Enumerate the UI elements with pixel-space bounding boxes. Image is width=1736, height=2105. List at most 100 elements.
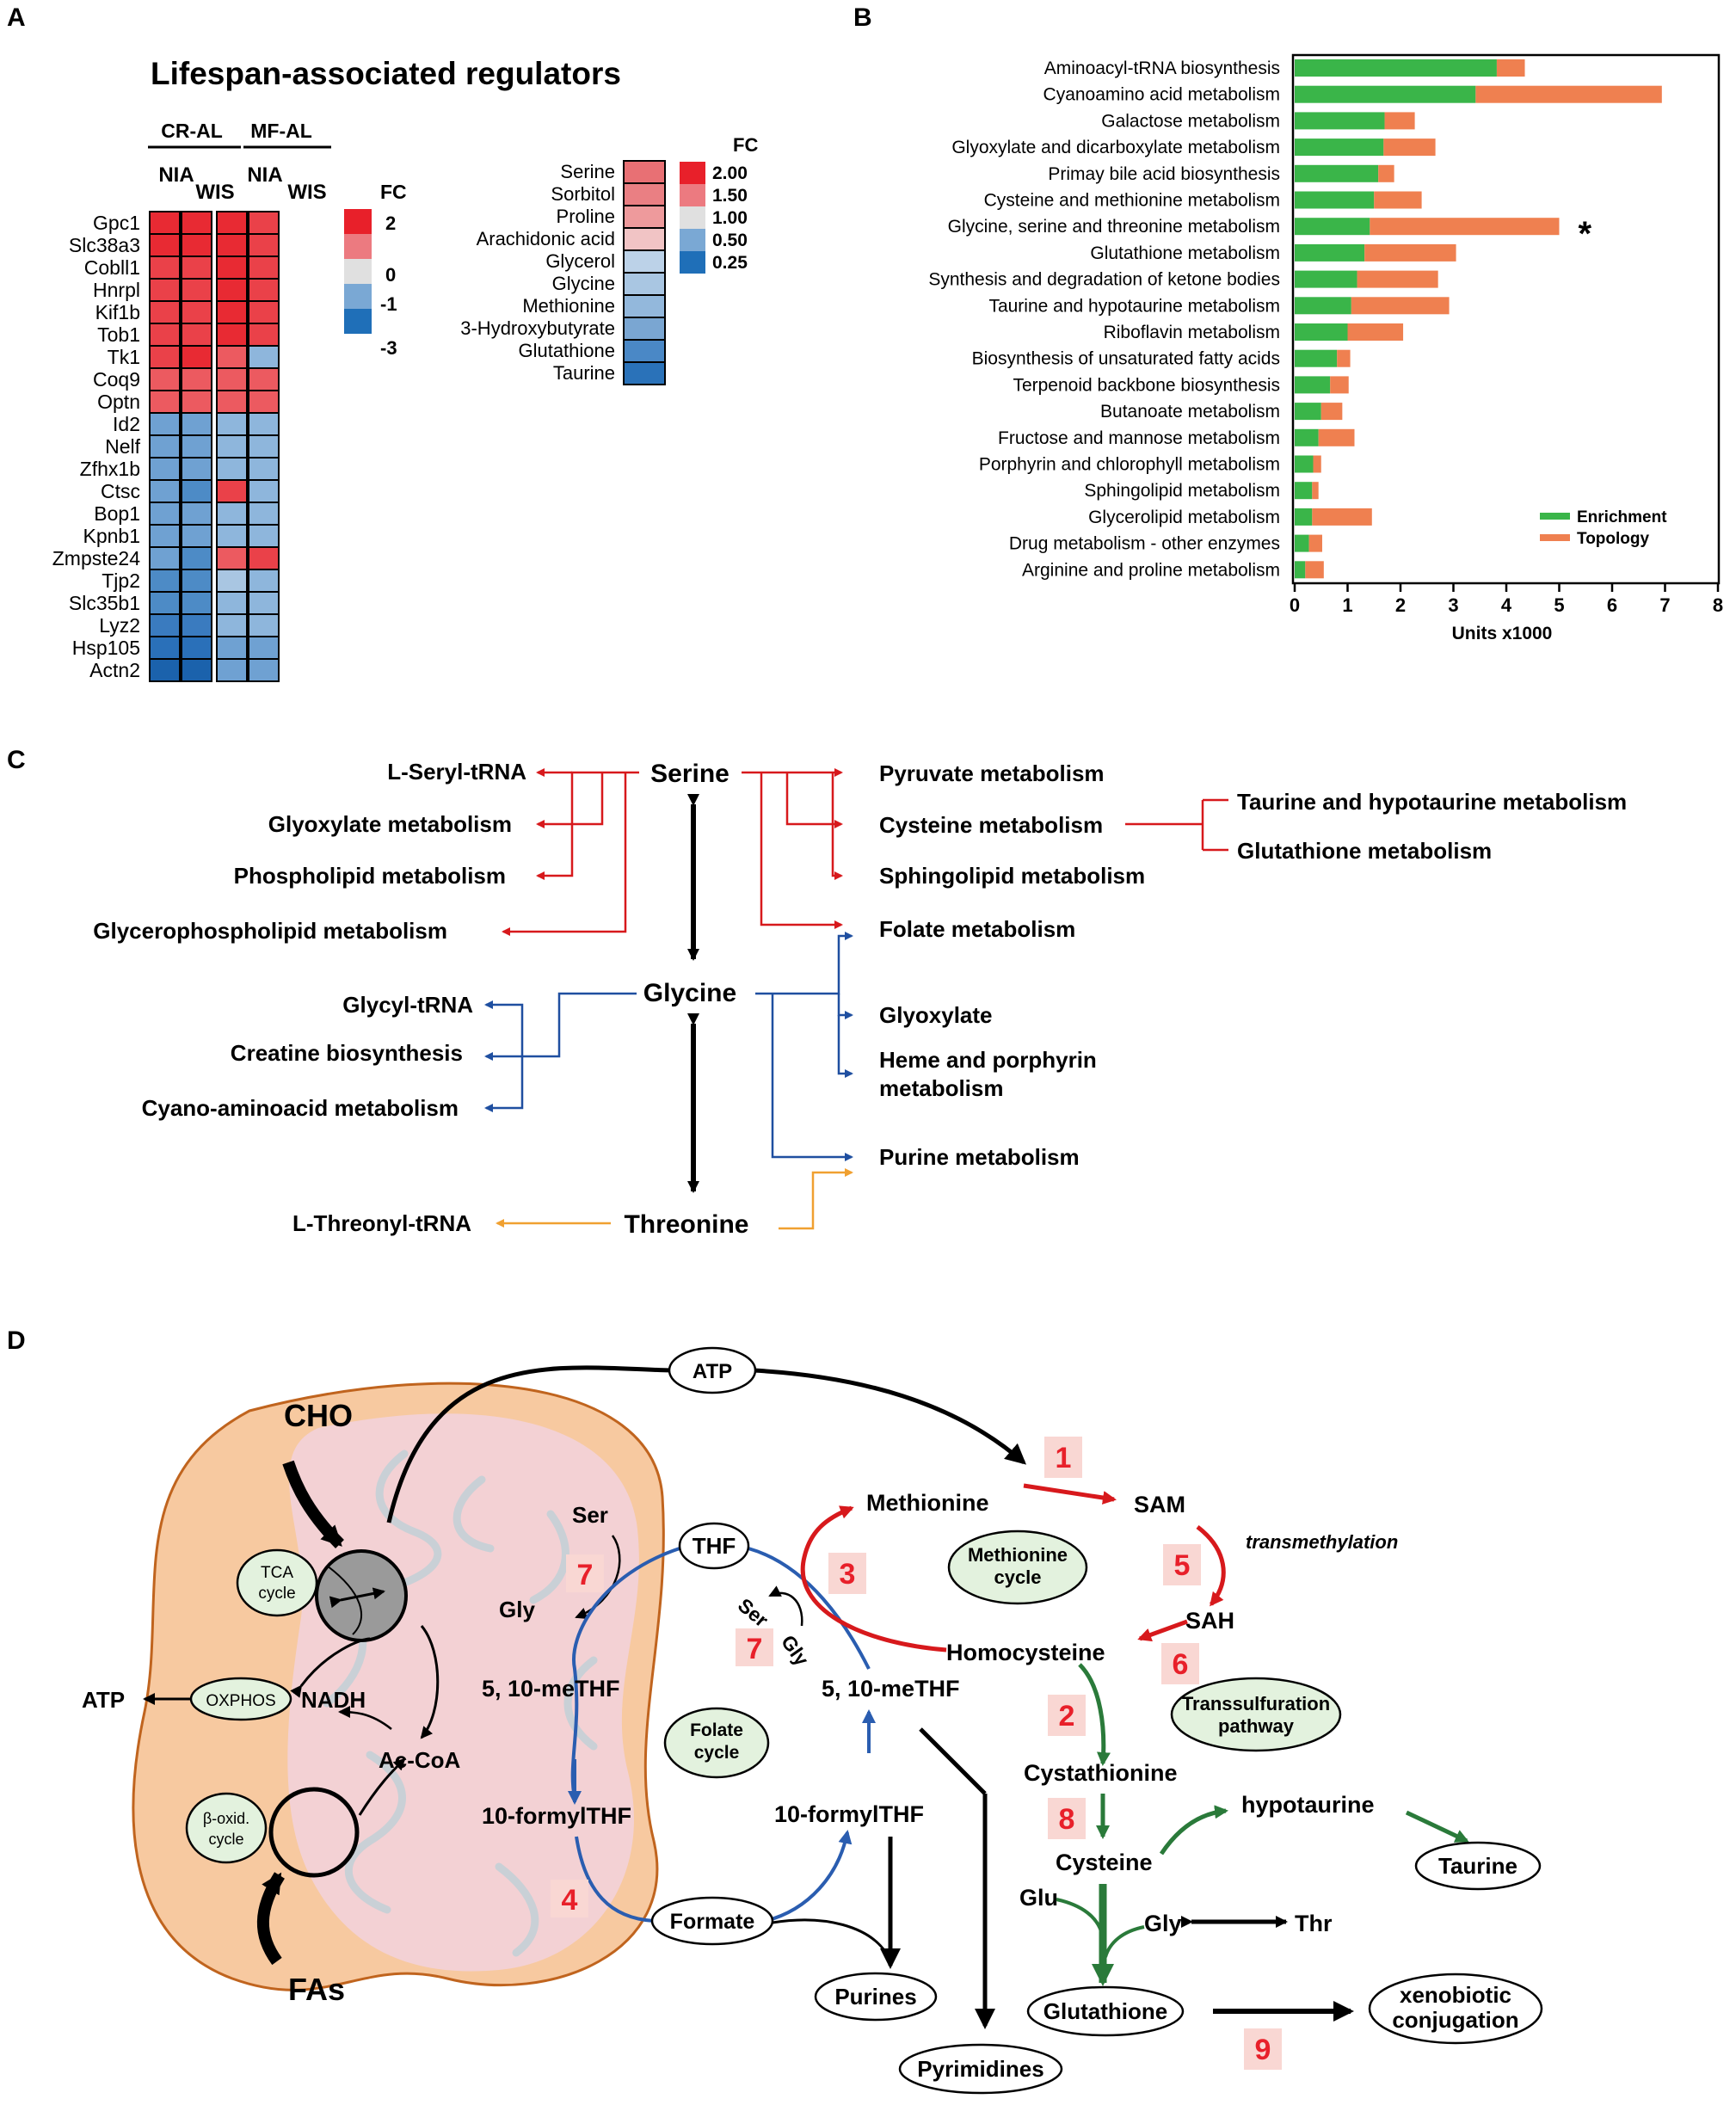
atp-left-label: ATP [82, 1687, 125, 1713]
folate-arc-cyto-bottom [765, 1830, 853, 1923]
heatmap-cell [248, 300, 280, 324]
step-badge-8 [1048, 1798, 1086, 1839]
acoa-label: Ac-CoA [379, 1747, 461, 1773]
metabolite-cell [623, 272, 666, 296]
heatmap-cell [149, 255, 181, 280]
bar-enrichment [1295, 85, 1476, 103]
group-label-cr-al: CR-AL [161, 120, 223, 142]
bar-enrichment [1295, 270, 1357, 288]
arrow-cysteine-hypotaurine [1159, 1805, 1228, 1856]
bar-topology [1357, 270, 1438, 288]
arrow-beta-acoa [358, 1757, 406, 1816]
heatmap-cell [248, 278, 280, 302]
tca-cycle-label-2: cycle [258, 1585, 295, 1603]
glycine-target-heme-line2: metabolism [879, 1075, 1004, 1101]
step-label-2: 2 [1059, 1700, 1075, 1733]
heatmap-cell [181, 345, 212, 369]
heatmap-cell [149, 636, 181, 660]
bar-topology [1308, 534, 1322, 552]
gene-label: Ctsc [101, 480, 140, 502]
heatmap-cell [149, 412, 181, 436]
mito-gly-label: Gly [499, 1597, 535, 1622]
heatmap-cell [216, 323, 248, 347]
legend-color-step [344, 309, 372, 334]
nadh-label: NADH [301, 1687, 366, 1713]
heatmap-cell [181, 479, 212, 503]
met-legend-tick: 2.00 [712, 163, 748, 183]
heatmap-cell [216, 412, 248, 436]
bar-enrichment [1295, 297, 1351, 315]
heatmap-cell [181, 636, 212, 660]
heatmap-cell [216, 345, 248, 369]
gene-legend-title: FC [380, 181, 407, 203]
bar-topology [1496, 59, 1525, 77]
heatmap-cell [149, 434, 181, 459]
hypotaurine-label: hypotaurine [1241, 1792, 1375, 1818]
heatmap-cell [149, 613, 181, 637]
beta-oxidation-badge [185, 1792, 268, 1864]
gene-label: Cobll1 [84, 256, 140, 279]
metabolite-legend-title: FC [733, 134, 758, 156]
step-badge-3 [828, 1553, 866, 1594]
arc-atp-left [386, 1365, 672, 1523]
metabolite-label: Proline [557, 206, 615, 227]
arrow-homocysteine-met [800, 1505, 947, 1653]
serine-target-glyoxylate: Glyoxylate metabolism [268, 811, 512, 837]
bar-topology [1347, 323, 1404, 341]
mito-methf-label: 5, 10-meTHF [482, 1676, 620, 1702]
heatmap-cell [181, 613, 212, 637]
gene-label: Slc35b1 [69, 592, 140, 614]
gene-label: Nelf [105, 435, 141, 458]
glycine-target-cyano-aminoacid: Cyano-aminoacid metabolism [142, 1095, 459, 1121]
arrow-sam-sah [1196, 1525, 1226, 1607]
glu-label: Glu [1019, 1885, 1058, 1911]
mito-formylthf-label: 10-formylTHF [482, 1803, 631, 1829]
bar-topology [1370, 218, 1560, 236]
step-badge-4 [551, 1880, 588, 1917]
column-label-1: NIA [158, 163, 194, 187]
legend-color-step [344, 209, 372, 234]
met-legend-tick: 1.00 [712, 208, 748, 228]
step-label-5: 5 [1174, 1549, 1191, 1582]
beta-oxidation-label-2: cycle [208, 1831, 243, 1848]
metabolite-label: Glycine [552, 273, 615, 294]
gene-label: Tob1 [97, 323, 140, 346]
x-tick-label: 6 [1607, 594, 1617, 616]
heatmap-cell [216, 367, 248, 391]
bar-topology [1312, 508, 1372, 526]
x-tick-label: 5 [1554, 594, 1564, 616]
folate-cycle-label-1: Folate [690, 1720, 743, 1740]
category-label: Cyanoamino acid metabolism [1043, 85, 1280, 105]
xenobiotic-label-2: conjugation [1392, 2007, 1518, 2033]
serine-target-cysteine: Cysteine metabolism [879, 812, 1103, 838]
step-label-9: 9 [1255, 2034, 1271, 2066]
folate-cycle-label-2: cycle [694, 1743, 740, 1763]
sah-label: SAH [1185, 1608, 1234, 1634]
pyrimidines-label: Pyrimidines [917, 2056, 1043, 2082]
thf-node [678, 1522, 750, 1570]
arrow-sah-homocysteine [1137, 1619, 1188, 1642]
heatmap-cell [248, 479, 280, 503]
heatmap-cell [149, 658, 181, 682]
node-threonine: Threonine [624, 1210, 748, 1239]
cyto-formylthf-label: 10-formylTHF [774, 1801, 924, 1827]
met-legend-color-step [680, 229, 705, 251]
column-label-3: NIA [247, 163, 282, 187]
serine-target-sphingolipid: Sphingolipid metabolism [879, 863, 1145, 889]
panel-d: D CHO FAs TCA cycle ATP [7, 1326, 1543, 2095]
bar-enrichment [1295, 59, 1497, 77]
heatmap-cell [248, 390, 280, 414]
bar-topology [1312, 482, 1319, 500]
bar-enrichment [1295, 428, 1319, 446]
threonine-target-threonyl-trna: L-Threonyl-tRNA [292, 1210, 471, 1236]
heatmap-cell [149, 233, 181, 257]
cyto-gly-label: Gly [777, 1631, 814, 1670]
heatmap-cell [149, 524, 181, 548]
cyto-ser-label: Ser [734, 1594, 773, 1632]
category-label: Riboflavin metabolism [1104, 323, 1280, 342]
gene-label: Hnrpl [93, 279, 140, 301]
cysteine-target-glutathione: Glutathione metabolism [1237, 838, 1492, 864]
heatmap-cell [149, 546, 181, 570]
panel-letter-c: C [7, 746, 26, 774]
